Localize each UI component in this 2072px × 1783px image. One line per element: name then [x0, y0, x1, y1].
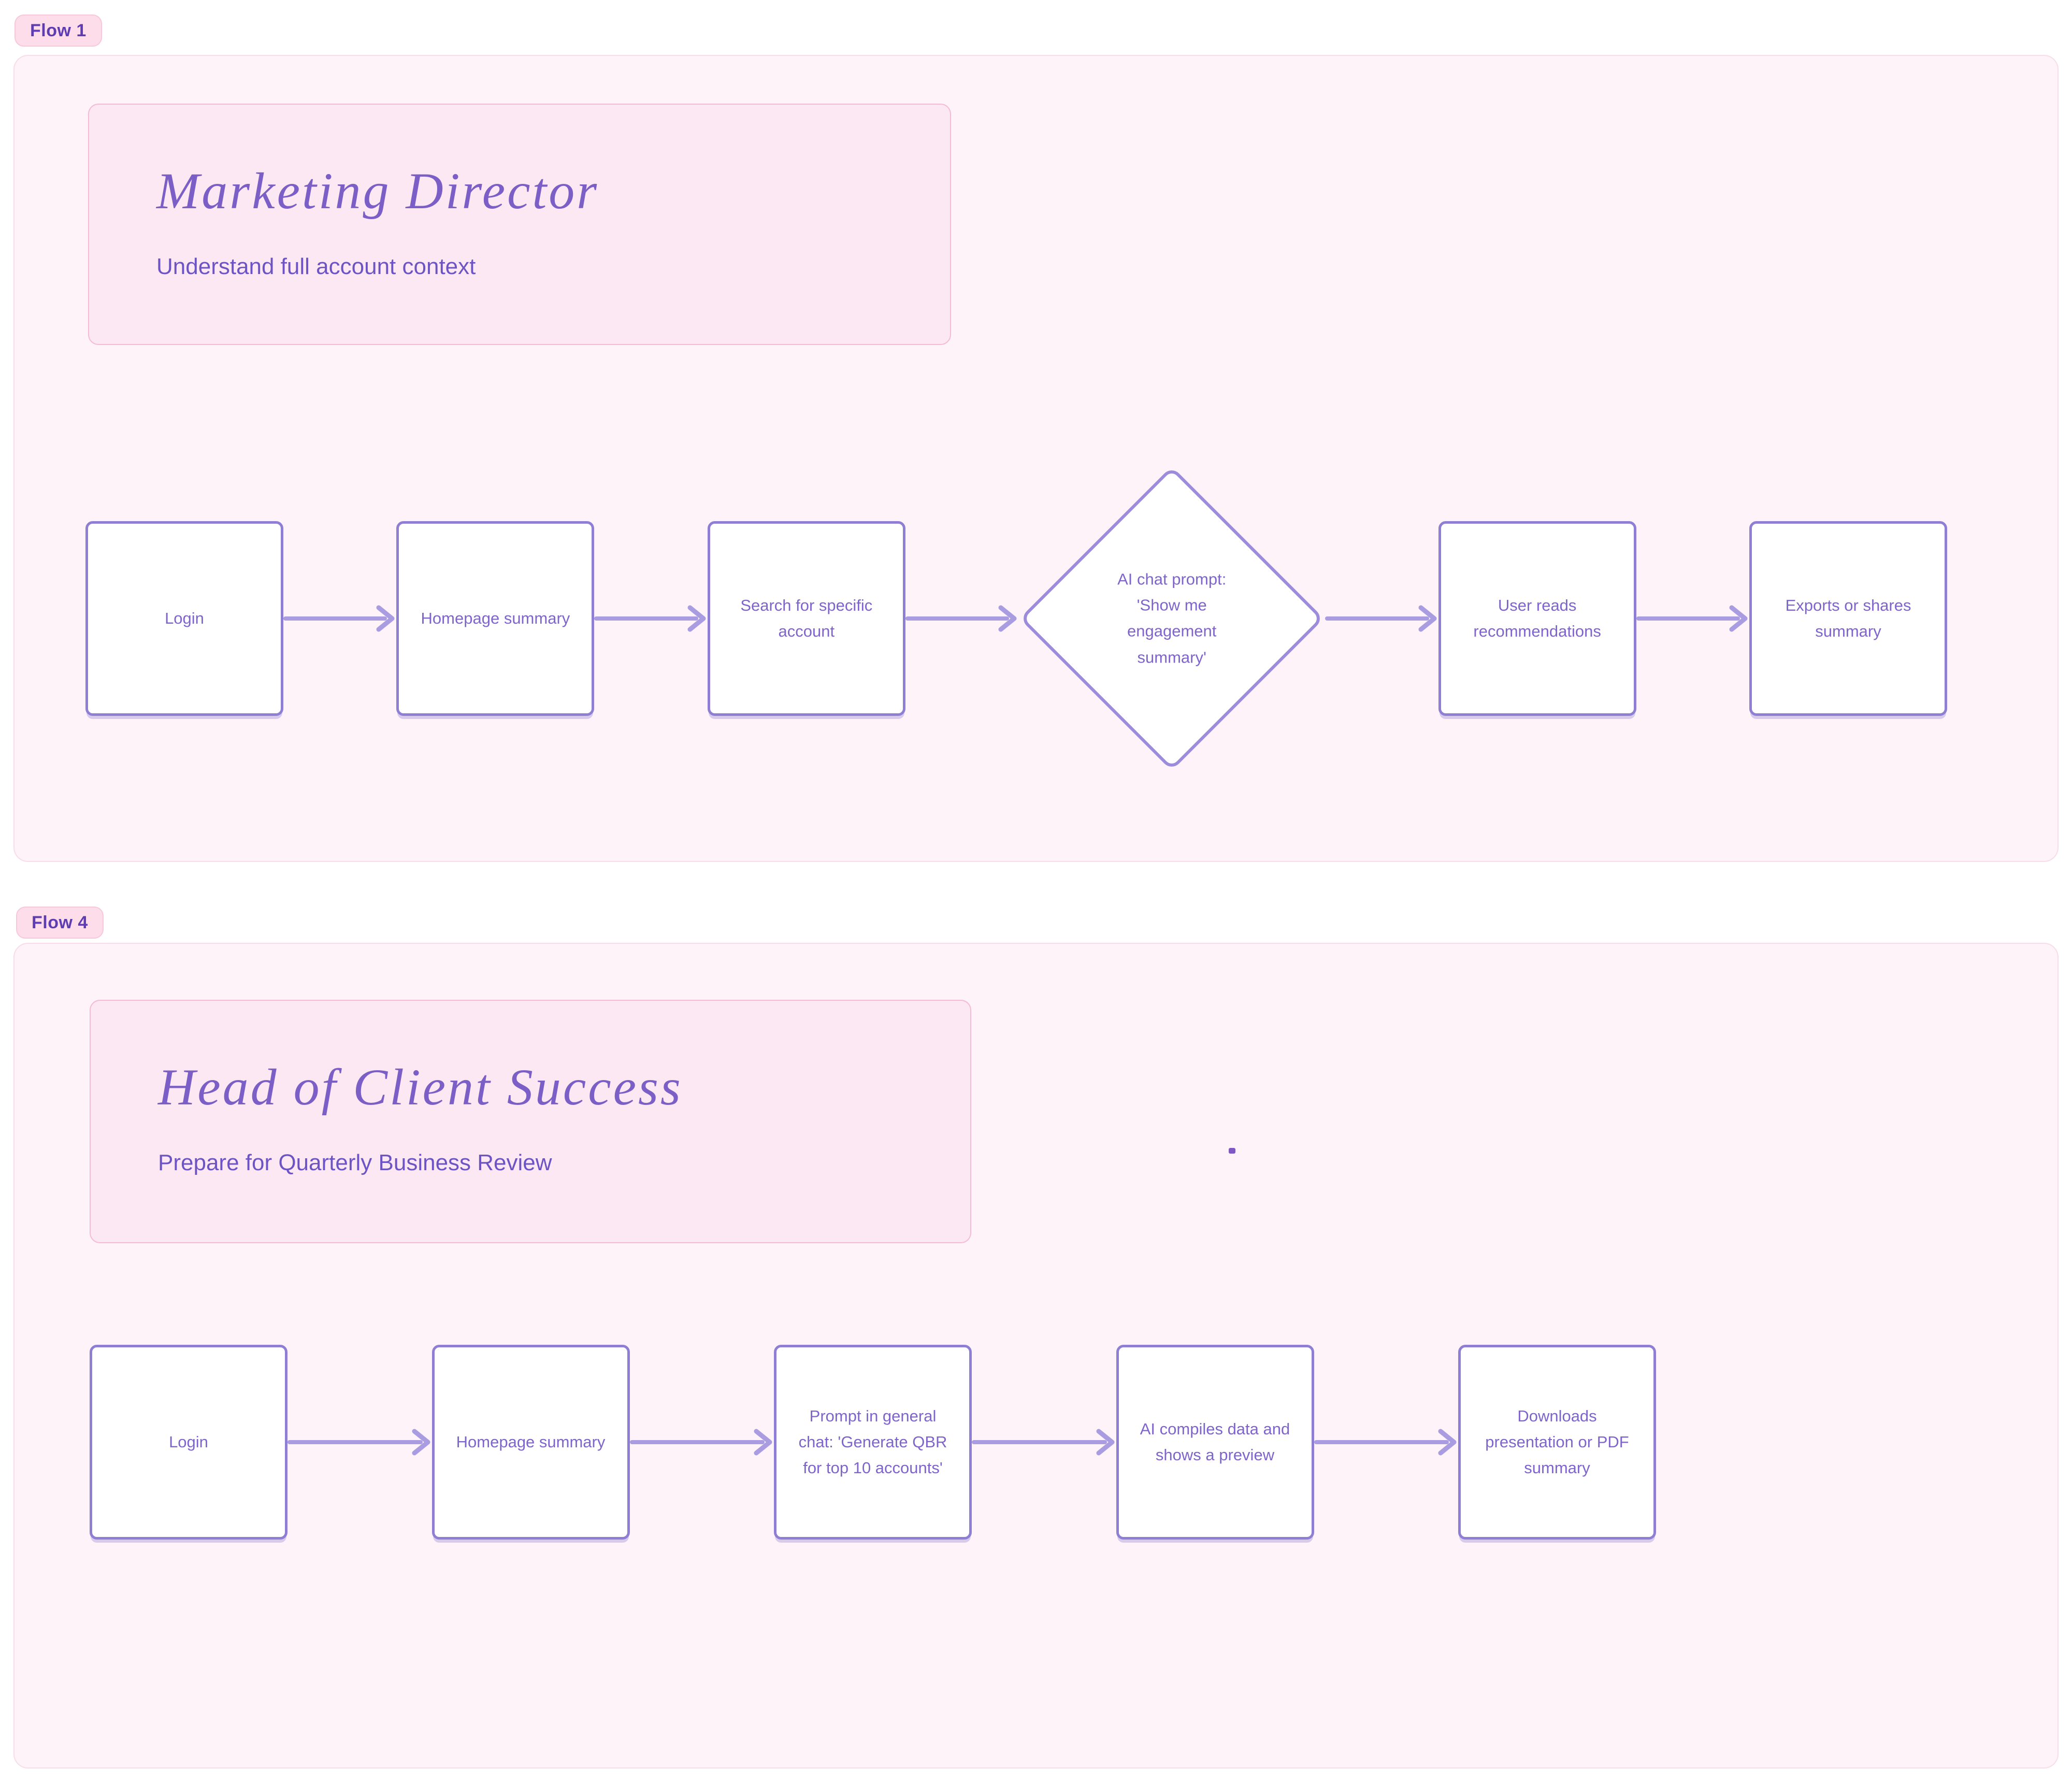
arrowhead-icon [376, 605, 395, 632]
arrowhead-icon [1438, 1429, 1457, 1456]
flow-node-label: Homepage summary [456, 1432, 606, 1451]
flow-arrow [1636, 603, 1749, 634]
arrow-line [905, 616, 1010, 621]
arrow-line [283, 616, 387, 621]
persona-goal: Understand full account context [156, 254, 476, 279]
arrow-line [287, 1440, 423, 1444]
flow-arrow [287, 1427, 432, 1458]
flow-node-label: AI compiles data and shows a preview [1140, 1419, 1290, 1464]
flow-node[interactable]: Login [90, 1345, 287, 1540]
persona-card[interactable]: Marketing Director Understand full accou… [88, 104, 951, 345]
flow-node[interactable]: Search for specific account [707, 521, 905, 716]
flow-badge-4[interactable]: Flow 4 [16, 907, 104, 939]
arrow-line [629, 1440, 765, 1444]
flow-row: Login Homepage summary Search for specific… [85, 465, 1948, 772]
flow-node[interactable]: AI compiles data and shows a preview [1116, 1345, 1314, 1540]
arrowhead-icon [1729, 605, 1748, 632]
flow-node-decision[interactable]: AI chat prompt: 'Show me engagement summ… [1018, 465, 1325, 772]
flow-node-label: Login [165, 609, 204, 627]
flow-section-4: Head of Client Success Prepare for Quart… [13, 943, 2059, 1768]
flow-node[interactable]: Prompt in general chat: 'Generate QBR fo… [774, 1345, 972, 1540]
flow-node-label: Downloads presentation or PDF summary [1485, 1406, 1629, 1477]
flow-node[interactable]: Exports or shares summary [1749, 521, 1948, 716]
arrowhead-icon [1096, 1429, 1114, 1456]
arrow-line [1314, 1440, 1449, 1444]
flow-badge-1[interactable]: Flow 1 [15, 15, 102, 47]
flow-arrow [594, 603, 707, 634]
flow-node-label: AI chat prompt: 'Show me engagement summ… [1117, 570, 1227, 667]
arrow-line [1636, 616, 1740, 621]
flow-node[interactable]: Downloads presentation or PDF summary [1458, 1345, 1656, 1540]
arrowhead-icon [998, 605, 1017, 632]
stray-dot [1229, 1148, 1235, 1154]
persona-card[interactable]: Head of Client Success Prepare for Quart… [90, 1000, 971, 1243]
arrow-line [594, 616, 698, 621]
flow-node-label: Homepage summary [421, 609, 570, 627]
flow-arrow [283, 603, 396, 634]
flow-node[interactable]: Homepage summary [431, 1345, 630, 1540]
flow-node[interactable]: Homepage summary [396, 521, 595, 716]
arrowhead-icon [754, 1429, 772, 1456]
flow-arrow [905, 603, 1018, 634]
persona-name: Head of Client Success [158, 1058, 683, 1116]
flow-arrow [629, 1427, 774, 1458]
flow-node-label: Prompt in general chat: 'Generate QBR fo… [798, 1406, 947, 1477]
persona-name: Marketing Director [156, 162, 599, 220]
flow-arrow [972, 1427, 1116, 1458]
arrowhead-icon [687, 605, 706, 632]
arrow-line [972, 1440, 1107, 1444]
arrow-line [1325, 616, 1429, 621]
flow-node-label: Search for specific account [740, 596, 873, 640]
arrowhead-icon [412, 1429, 430, 1456]
flow-arrow [1325, 603, 1438, 634]
flow-node-label: User reads recommendations [1473, 596, 1601, 640]
persona-goal: Prepare for Quarterly Business Review [158, 1150, 552, 1175]
flow-row: Login Homepage summary Prompt in general c… [90, 1341, 1656, 1544]
arrowhead-icon [1418, 605, 1437, 632]
flow-node[interactable]: User reads recommendations [1438, 521, 1636, 716]
flow-section-1: Marketing Director Understand full accou… [13, 55, 2059, 862]
flow-arrow [1314, 1427, 1459, 1458]
flow-node-label: Login [169, 1432, 208, 1451]
flow-node[interactable]: Login [85, 521, 283, 716]
flow-node-label: Exports or shares summary [1785, 596, 1911, 640]
